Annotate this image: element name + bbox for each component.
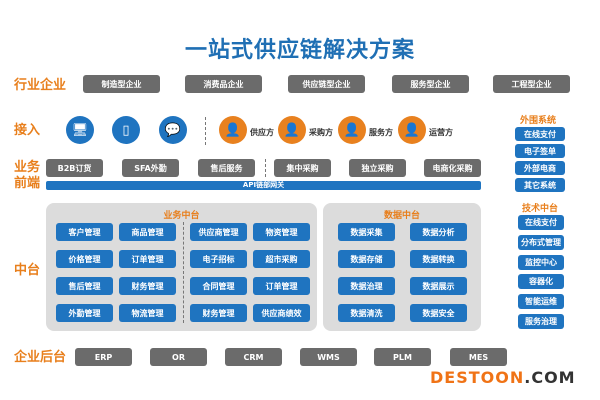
external-system-box: 其它系统 — [515, 178, 565, 192]
divider — [205, 117, 206, 145]
role-label: 采购方 — [309, 128, 333, 137]
role-user-icon: 👤 — [219, 116, 247, 144]
backend-system-box: CRM — [225, 348, 282, 366]
external-systems-title: 外围系统 — [519, 116, 556, 126]
data-module-box: 数据治理 — [338, 277, 395, 295]
industry-box: 工程型企业 — [493, 75, 570, 93]
industry-box: 制造型企业 — [83, 75, 160, 93]
tech-module-box: 智能运维 — [518, 294, 564, 309]
industry-box: 供应链型企业 — [288, 75, 365, 93]
role-label: 服务方 — [369, 128, 393, 137]
role-label: 供应方 — [250, 128, 274, 137]
external-system-box: 电子签单 — [515, 144, 565, 158]
desktop-icon: 🖥 — [66, 116, 94, 144]
wechat-icon: 💬 — [159, 116, 187, 144]
data-module-box: 数据清洗 — [338, 304, 395, 322]
tech-module-box: 容器化 — [518, 274, 564, 289]
tech-platform-title: 技术中台 — [521, 204, 558, 214]
backend-system-box: ERP — [75, 348, 132, 366]
data-module-box: 数据存储 — [338, 250, 395, 268]
industry-box: 服务型企业 — [392, 75, 469, 93]
business-module-box: 财务管理 — [119, 277, 176, 295]
tech-module-box: 分布式管理 — [518, 235, 564, 250]
row-label-access: 接入 — [14, 123, 41, 138]
role-user-icon: 👤 — [398, 116, 426, 144]
api-gateway-bar: API链部网关 — [46, 181, 481, 190]
backend-system-box: MES — [450, 348, 507, 366]
business-module-box: 物资管理 — [253, 223, 310, 241]
row-label-frontend-2: 前端 — [14, 176, 41, 191]
row-label-industry: 行业企业 — [14, 78, 67, 93]
divider — [265, 159, 266, 177]
data-module-box: 数据分析 — [410, 223, 467, 241]
data-module-box: 数据采集 — [338, 223, 395, 241]
frontend-box: 售后服务 — [198, 159, 255, 177]
destoon-logo: DESTOON.COM — [430, 368, 576, 387]
frontend-box: SFA外勤 — [122, 159, 179, 177]
business-module-box: 商品管理 — [119, 223, 176, 241]
external-system-box: 外部电商 — [515, 161, 565, 175]
business-module-box: 订单管理 — [253, 277, 310, 295]
business-module-box: 合同管理 — [190, 277, 247, 295]
divider — [183, 222, 184, 323]
business-module-box: 供应商绩效 — [253, 304, 310, 322]
role-user-icon: 👤 — [338, 116, 366, 144]
business-module-box: 售后管理 — [56, 277, 113, 295]
business-module-box: 物流管理 — [119, 304, 176, 322]
page-title: 一站式供应链解决方案 — [184, 38, 415, 63]
row-label-middle: 中台 — [14, 263, 41, 278]
business-module-box: 电子招标 — [190, 250, 247, 268]
backend-system-box: PLM — [374, 348, 431, 366]
data-module-box: 数据安全 — [410, 304, 467, 322]
row-label-backend: 企业后台 — [14, 350, 67, 365]
business-module-box: 订单管理 — [119, 250, 176, 268]
role-user-icon: 👤 — [278, 116, 306, 144]
frontend-box: 独立采购 — [349, 159, 406, 177]
logo-text: DESTOON — [430, 368, 525, 387]
business-platform-title: 业务中台 — [163, 211, 200, 221]
tech-module-box: 服务治理 — [518, 314, 564, 329]
business-module-box: 超市采购 — [253, 250, 310, 268]
tech-module-box: 监控中心 — [518, 255, 564, 270]
frontend-box: B2B订货 — [46, 159, 103, 177]
business-module-box: 供应商管理 — [190, 223, 247, 241]
business-module-box: 财务管理 — [190, 304, 247, 322]
business-module-box: 外勤管理 — [56, 304, 113, 322]
mobile-icon: ▯ — [112, 116, 140, 144]
frontend-box: 集中采购 — [274, 159, 331, 177]
backend-system-box: WMS — [300, 348, 357, 366]
frontend-box: 电商化采购 — [424, 159, 481, 177]
row-label-frontend-1: 业务 — [14, 160, 41, 175]
data-module-box: 数据展示 — [410, 277, 467, 295]
business-module-box: 客户管理 — [56, 223, 113, 241]
logo-suffix: .COM — [524, 368, 576, 387]
data-platform-title: 数据中台 — [383, 211, 420, 221]
data-module-box: 数据转换 — [410, 250, 467, 268]
external-system-box: 在线支付 — [515, 127, 565, 141]
role-label: 运营方 — [429, 128, 453, 137]
tech-module-box: 在线支付 — [518, 215, 564, 230]
business-module-box: 价格管理 — [56, 250, 113, 268]
industry-box: 消费品企业 — [185, 75, 262, 93]
backend-system-box: OR — [150, 348, 207, 366]
